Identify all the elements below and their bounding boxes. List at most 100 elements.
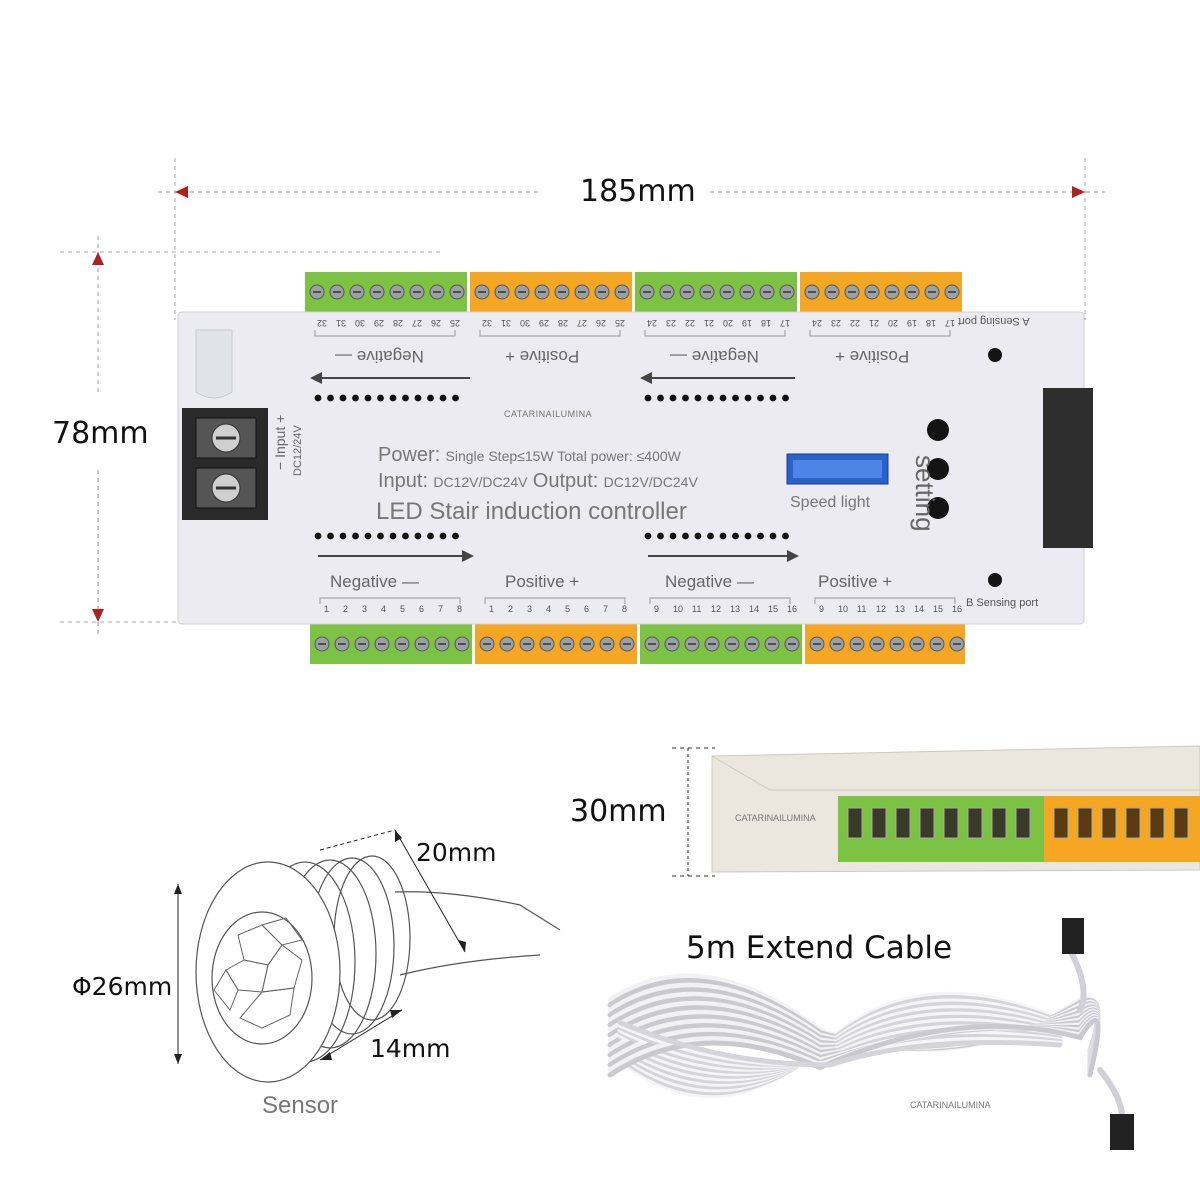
bottom-terminal-number: 9 <box>819 604 825 614</box>
led-dot <box>427 532 434 540</box>
sensor-connector <box>1043 388 1093 548</box>
side-terminal-slot <box>919 807 935 839</box>
bottom-terminal-number: 2 <box>343 604 349 614</box>
width-label: 185mm <box>580 174 696 209</box>
cable-loop <box>607 1017 1101 1078</box>
side-terminal-slot <box>1015 807 1031 839</box>
bottom-terminal-number: 14 <box>749 604 760 614</box>
watermark-1: CATARINAILUMINA <box>504 409 593 419</box>
bottom-terminal-number: 5 <box>565 604 571 614</box>
bottom-terminal-number: 12 <box>711 604 722 614</box>
bottom-terminal-number: 13 <box>895 604 906 614</box>
led-dot <box>452 394 459 402</box>
bottom-terminal-number: 5 <box>400 604 406 614</box>
led-dot <box>719 394 727 402</box>
led-dot <box>439 394 447 402</box>
bottom-terminal-number: 1 <box>324 604 330 614</box>
led-dot <box>644 394 652 402</box>
led-dot <box>314 394 322 402</box>
bottom-terminal-number: 10 <box>673 604 684 614</box>
bottom-terminal-number: 7 <box>603 604 609 614</box>
led-dot <box>682 532 689 540</box>
bottom-group-label: Negative — <box>330 572 419 591</box>
side-terminal-slot <box>967 807 983 839</box>
thickness-label: 30mm <box>570 794 667 829</box>
side-terminal-slot <box>847 807 863 839</box>
bottom-terminal-number: 8 <box>457 604 463 614</box>
setting-button-3 <box>927 497 949 519</box>
led-dot <box>707 394 714 402</box>
led-dot <box>732 532 739 540</box>
bottom-terminal-number: 6 <box>584 604 590 614</box>
bottom-terminal-number: 11 <box>857 604 867 614</box>
side-terminal-slot <box>1077 807 1093 839</box>
bottom-group-label: Positive + <box>505 572 580 591</box>
led-dot <box>364 394 372 402</box>
led-dot <box>452 532 459 540</box>
led-dot <box>427 394 434 402</box>
led-dot <box>352 532 359 540</box>
bottom-terminal-number: 16 <box>787 604 798 614</box>
cable-loop <box>617 1020 1063 1068</box>
setting-button-1 <box>927 419 949 441</box>
led-dot <box>682 394 689 402</box>
led-dot <box>414 394 422 402</box>
bottom-group-label: Positive + <box>818 572 893 591</box>
led-dot <box>707 532 714 540</box>
led-dot <box>389 394 397 402</box>
side-terminal-slot <box>871 807 887 839</box>
bottom-terminal-number: 15 <box>768 604 779 614</box>
side-terminal-slot <box>1101 807 1117 839</box>
led-dot <box>782 532 789 540</box>
bottom-terminal-number: 1 <box>489 604 495 614</box>
bottom-terminal-number: 11 <box>692 604 702 614</box>
side-terminal-slot <box>943 807 959 839</box>
side-terminal-slot <box>1125 807 1141 839</box>
sensor-diameter-label: Φ26mm <box>72 972 173 1001</box>
sensor-depth-label: 14mm <box>370 1034 451 1063</box>
product-name: LED Stair induction controller <box>376 498 687 525</box>
led-dot <box>769 532 777 540</box>
io-line: Input: DC12V/DC24V Output: DC12V/DC24V <box>378 470 698 492</box>
cable-connector-bottom <box>1110 1114 1134 1150</box>
side-terminal-slot <box>991 807 1007 839</box>
watermark-2: CATARINAILUMINA <box>735 813 816 823</box>
bottom-terminal-number: 7 <box>438 604 444 614</box>
led-dot <box>744 532 752 540</box>
led-dot <box>744 394 752 402</box>
led-dot <box>389 532 397 540</box>
led-dot <box>732 394 739 402</box>
bottom-terminal-number: 15 <box>933 604 944 614</box>
bottom-terminal-number: 6 <box>419 604 425 614</box>
cable-connector-top <box>1062 918 1084 954</box>
bottom-terminal-number: 14 <box>914 604 925 614</box>
led-dot <box>657 394 664 402</box>
bottom-terminal-number: 3 <box>362 604 368 614</box>
led-dot <box>339 532 347 540</box>
bottom-terminal-number: 4 <box>546 604 552 614</box>
led-dot <box>377 532 384 540</box>
cable-label: 5m Extend Cable <box>686 930 953 966</box>
setting-button-2 <box>927 458 949 480</box>
bottom-terminal-number: 9 <box>654 604 660 614</box>
bottom-terminal-number: 16 <box>952 604 963 614</box>
led-dot <box>669 532 677 540</box>
led-dot <box>364 532 372 540</box>
bottom-terminal-number: 8 <box>622 604 628 614</box>
side-terminal-slot <box>895 807 911 839</box>
bottom-terminal-number: 3 <box>527 604 533 614</box>
b-sensing-port-label: B Sensing port <box>966 597 1039 609</box>
bottom-terminal-number: 4 <box>381 604 387 614</box>
led-dot <box>694 394 702 402</box>
led-dot <box>657 532 664 540</box>
led-dot <box>757 394 764 402</box>
side-terminal-slot <box>1149 807 1165 839</box>
led-dot <box>439 532 447 540</box>
power-line: Power: Single Step≤15W Total power: ≤400… <box>378 444 681 466</box>
bottom-terminal-number: 12 <box>876 604 887 614</box>
led-dot <box>402 532 409 540</box>
led-dot <box>327 394 334 402</box>
